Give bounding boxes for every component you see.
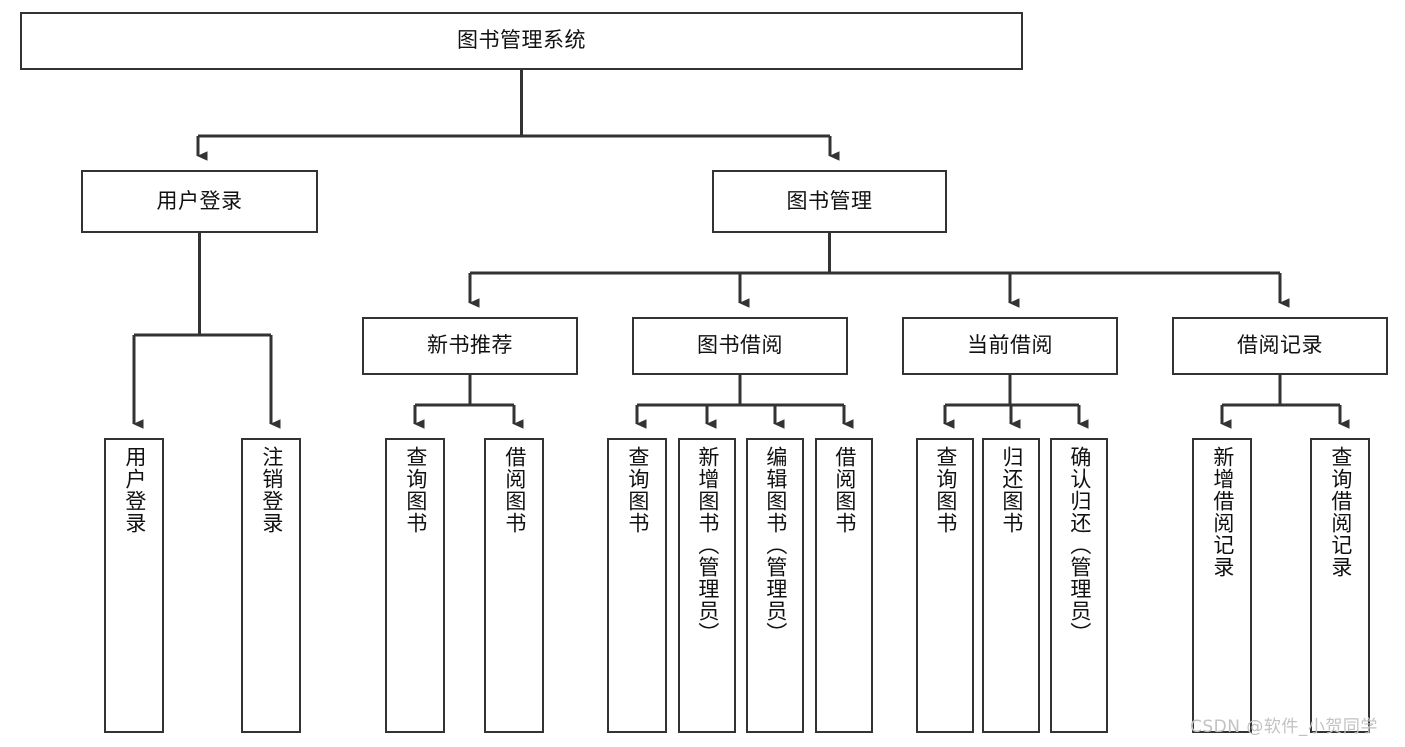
watermark-csdn: CSDN @软件_小贺同学 (1190, 717, 1378, 737)
node-leaf-return-book[interactable]: 归还图书 (982, 438, 1040, 733)
node-new-book-recommendation[interactable]: 新书推荐 (362, 317, 578, 375)
node-leaf-recommend-query-book[interactable]: 查询图书 (385, 438, 445, 733)
node-label: 查询图书 (625, 446, 650, 534)
node-label: 注销登录 (259, 446, 284, 534)
node-label: 借阅图书 (832, 446, 857, 534)
node-leaf-recommend-borrow-book[interactable]: 借阅图书 (484, 438, 544, 733)
node-label: 用户登录 (156, 188, 243, 213)
node-book-borrowing[interactable]: 图书借阅 (632, 317, 848, 375)
node-leaf-query-borrow-record[interactable]: 查询借阅记录 (1310, 438, 1370, 733)
node-leaf-borrow-book[interactable]: 借阅图书 (815, 438, 873, 733)
node-label: 借阅图书 (502, 446, 527, 534)
node-label: 查询借阅记录 (1328, 446, 1353, 578)
node-label: 新增借阅记录 (1210, 446, 1235, 578)
node-leaf-user-logout[interactable]: 注销登录 (241, 438, 301, 733)
node-book-management[interactable]: 图书管理 (712, 170, 947, 233)
node-root-book-management-system[interactable]: 图书管理系统 (20, 12, 1023, 70)
node-borrowing-records[interactable]: 借阅记录 (1172, 317, 1388, 375)
node-label: 借阅记录 (1237, 333, 1323, 358)
node-label: 图书管理系统 (457, 28, 586, 53)
node-label: 新书推荐 (427, 333, 513, 358)
node-label: 图书借阅 (697, 333, 783, 358)
node-user-login[interactable]: 用户登录 (81, 170, 318, 233)
node-label: 编辑图书（管理员） (763, 446, 788, 644)
node-label: 用户登录 (122, 446, 147, 534)
node-leaf-add-borrow-record[interactable]: 新增借阅记录 (1192, 438, 1252, 733)
node-leaf-current-query-book[interactable]: 查询图书 (916, 438, 974, 733)
node-label: 归还图书 (999, 446, 1024, 534)
node-leaf-borrow-query-book[interactable]: 查询图书 (607, 438, 667, 733)
node-current-borrowing[interactable]: 当前借阅 (902, 317, 1118, 375)
node-label: 查询图书 (403, 446, 428, 534)
node-label: 新增图书（管理员） (695, 446, 720, 644)
node-leaf-confirm-return-admin[interactable]: 确认归还（管理员） (1050, 438, 1108, 733)
node-label: 确认归还（管理员） (1067, 446, 1092, 644)
node-leaf-edit-book-admin[interactable]: 编辑图书（管理员） (746, 438, 804, 733)
node-leaf-add-book-admin[interactable]: 新增图书（管理员） (678, 438, 736, 733)
node-label: 当前借阅 (967, 333, 1053, 358)
node-label: 图书管理 (786, 188, 873, 213)
node-leaf-user-login[interactable]: 用户登录 (104, 438, 164, 733)
node-label: 查询图书 (933, 446, 958, 534)
